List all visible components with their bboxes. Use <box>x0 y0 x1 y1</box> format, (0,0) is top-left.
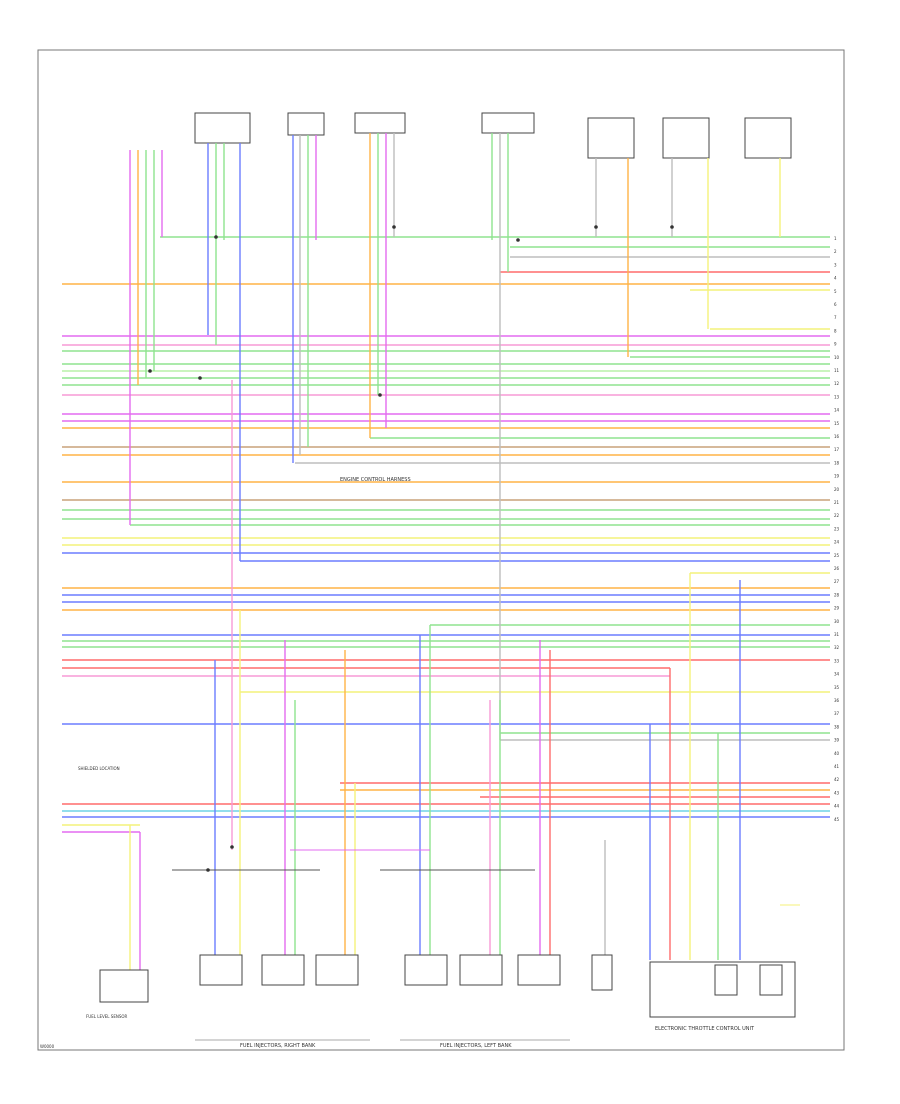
right-edge-number-20: 20 <box>834 487 840 492</box>
right-edge-number-41: 41 <box>834 764 840 769</box>
throttle-inner-2 <box>759 964 783 996</box>
splice-dot-8 <box>378 393 382 397</box>
right-edge-number-6: 6 <box>834 302 837 307</box>
splice-dot-7 <box>198 376 202 380</box>
component-top-2 <box>287 112 325 136</box>
right-edge-number-36: 36 <box>834 698 840 703</box>
right-edge-number-35: 35 <box>834 685 840 690</box>
right-edge-number-42: 42 <box>834 777 840 782</box>
splice-dot-9 <box>230 845 234 849</box>
harness-note: ENGINE CONTROL HARNESS <box>340 477 411 483</box>
right-edge-number-27: 27 <box>834 579 840 584</box>
right-edge-number-2: 2 <box>834 249 837 254</box>
right-edge-number-22: 22 <box>834 513 840 518</box>
splice-dot-3 <box>516 238 520 242</box>
right-edge-number-9: 9 <box>834 342 837 347</box>
right-edge-number-17: 17 <box>834 447 840 452</box>
component-top-4 <box>481 112 535 134</box>
splice-dot-5 <box>670 225 674 229</box>
group-left-bank-label: FUEL INJECTORS, LEFT BANK <box>440 1043 512 1049</box>
splice-dot-1 <box>214 235 218 239</box>
component-top-6 <box>662 117 710 159</box>
right-edge-number-23: 23 <box>834 526 840 531</box>
right-edge-number-12: 12 <box>834 381 840 386</box>
injector-right-3 <box>315 954 359 986</box>
right-edge-number-15: 15 <box>834 421 840 426</box>
component-top-1 <box>194 112 251 144</box>
right-edge-number-10: 10 <box>834 355 840 360</box>
right-edge-number-38: 38 <box>834 724 840 729</box>
splice-dot-4 <box>594 225 598 229</box>
component-top-7 <box>744 117 792 159</box>
right-edge-number-39: 39 <box>834 738 840 743</box>
right-edge-number-32: 32 <box>834 645 840 650</box>
right-edge-number-4: 4 <box>834 276 837 281</box>
right-edge-number-5: 5 <box>834 289 837 294</box>
vertical-wires <box>129 133 800 975</box>
right-edge-number-16: 16 <box>834 434 840 439</box>
injector-right-2 <box>261 954 305 986</box>
injector-left-2 <box>459 954 503 986</box>
right-edge-number-14: 14 <box>834 408 840 413</box>
bottom-components <box>99 954 796 1018</box>
throttle-inner-1 <box>714 964 738 996</box>
component-top-5 <box>587 117 635 159</box>
right-edge-number-1: 1 <box>834 236 837 241</box>
component-top-3 <box>354 112 406 134</box>
right-edge-number-25: 25 <box>834 553 840 558</box>
fuel-level-sensor-label: FUEL LEVEL SENSOR <box>86 1014 128 1019</box>
right-edge-numbers: 1234567891011121314151617181920212223242… <box>834 236 840 822</box>
injector-left-1 <box>404 954 448 986</box>
diagram-frame <box>37 49 845 1051</box>
splice-dot-6 <box>148 369 152 373</box>
shielded-note: SHIELDED LOCATION <box>78 766 120 771</box>
splice-points <box>148 225 674 872</box>
right-edge-number-26: 26 <box>834 566 840 571</box>
right-edge-number-13: 13 <box>834 394 840 399</box>
right-edge-number-29: 29 <box>834 606 840 611</box>
right-edge-number-21: 21 <box>834 500 840 505</box>
injector-left-3 <box>517 954 561 986</box>
right-edge-number-28: 28 <box>834 592 840 597</box>
right-edge-number-43: 43 <box>834 790 840 795</box>
throttle-unit-label: ELECTRONIC THROTTLE CONTROL UNIT <box>655 1026 755 1032</box>
right-edge-number-37: 37 <box>834 711 840 716</box>
right-edge-number-31: 31 <box>834 632 840 637</box>
right-edge-number-7: 7 <box>834 315 837 320</box>
right-edge-number-33: 33 <box>834 658 840 663</box>
horizontal-wires <box>62 236 830 833</box>
right-edge-number-11: 11 <box>834 368 840 373</box>
right-edge-number-40: 40 <box>834 751 840 756</box>
sensor-small <box>591 954 613 991</box>
right-edge-number-3: 3 <box>834 262 837 267</box>
right-edge-number-24: 24 <box>834 540 840 545</box>
splice-dot-2 <box>392 225 396 229</box>
injector-right-1 <box>199 954 243 986</box>
footer-code: W0000 <box>40 1044 55 1049</box>
group-right-bank-label: FUEL INJECTORS, RIGHT BANK <box>240 1043 316 1049</box>
right-edge-number-19: 19 <box>834 474 840 479</box>
right-edge-number-34: 34 <box>834 672 840 677</box>
right-edge-number-18: 18 <box>834 460 840 465</box>
right-edge-number-8: 8 <box>834 328 837 333</box>
right-edge-number-45: 45 <box>834 817 840 822</box>
top-components <box>194 112 792 159</box>
splice-dot-10 <box>206 868 210 872</box>
fuel-level-sensor-box <box>99 969 149 1003</box>
right-edge-number-30: 30 <box>834 619 840 624</box>
right-edge-number-44: 44 <box>834 804 840 809</box>
